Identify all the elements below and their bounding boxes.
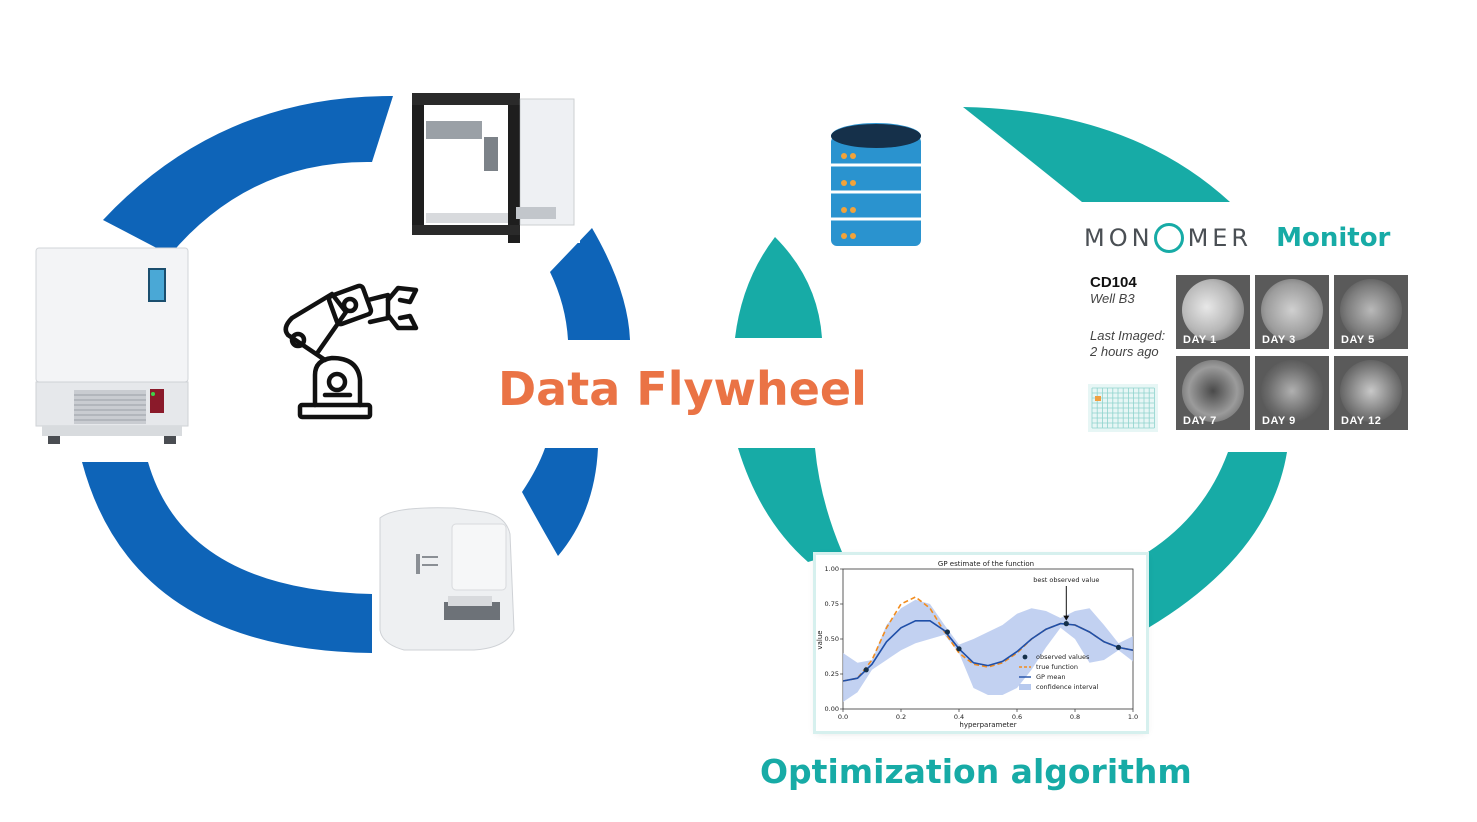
plate-reader-icon bbox=[374, 504, 520, 654]
x-tick-label: 0.6 bbox=[1012, 713, 1022, 721]
y-tick-label: 1.00 bbox=[825, 565, 839, 573]
day-label: DAY 1 bbox=[1183, 334, 1217, 346]
monomer-o-icon bbox=[1153, 223, 1184, 253]
y-tick-label: 0.00 bbox=[825, 705, 839, 713]
database-icon bbox=[831, 123, 921, 246]
blue-ring-segment bbox=[103, 95, 393, 255]
x-tick-label: 0.8 bbox=[1070, 713, 1080, 721]
chart-title: GP estimate of the function bbox=[938, 560, 1034, 568]
day-label: DAY 5 bbox=[1341, 334, 1375, 346]
observed-point bbox=[956, 646, 962, 652]
observed-point bbox=[1115, 644, 1122, 650]
legend-label: true function bbox=[1036, 663, 1078, 671]
legend-swatch bbox=[1019, 684, 1031, 690]
brand-right: MER bbox=[1187, 224, 1253, 252]
monitor-label: Monitor bbox=[1276, 223, 1391, 253]
monomer-header: MON MER Monitor bbox=[1084, 220, 1390, 256]
day-label: DAY 12 bbox=[1341, 415, 1382, 427]
brand-left: MON bbox=[1084, 224, 1154, 252]
x-axis-label: hyperparameter bbox=[959, 721, 1016, 729]
legend-label: confidence interval bbox=[1036, 683, 1099, 691]
x-tick-label: 1.0 bbox=[1128, 713, 1138, 721]
optimization-label: Optimization algorithm bbox=[760, 752, 1192, 791]
blue-ring-segment bbox=[82, 462, 372, 653]
incubator-icon bbox=[22, 244, 196, 456]
observed-point bbox=[1063, 621, 1069, 627]
teal-ring-segment bbox=[963, 107, 1230, 202]
last-imaged-value: 2 hours ago bbox=[1090, 344, 1159, 359]
teal-ring-segment bbox=[735, 237, 822, 338]
gp-chart-card: GP estimate of the function value hyperp… bbox=[816, 555, 1146, 731]
gp-mean-line bbox=[842, 620, 1134, 682]
legend-swatch bbox=[1022, 654, 1028, 660]
annotation-arrowhead bbox=[1063, 615, 1070, 621]
plate-id: CD104 bbox=[1090, 274, 1137, 291]
day-label: DAY 7 bbox=[1183, 415, 1217, 427]
robot-arm-icon bbox=[283, 283, 419, 420]
y-tick-label: 0.50 bbox=[825, 635, 839, 643]
day-image: DAY 9 bbox=[1255, 356, 1329, 430]
day-image: DAY 5 bbox=[1334, 275, 1408, 349]
legend-label: GP mean bbox=[1036, 673, 1065, 681]
page-title: Data Flywheel bbox=[498, 362, 867, 416]
day-image: DAY 7 bbox=[1176, 356, 1250, 430]
teal-ring-segment bbox=[1148, 452, 1287, 628]
well-plate-map bbox=[1088, 384, 1158, 432]
y-tick-label: 0.75 bbox=[825, 600, 839, 608]
y-tick-label: 0.25 bbox=[825, 670, 839, 678]
confidence-band bbox=[843, 599, 1133, 702]
teal-ring-segment bbox=[738, 448, 842, 562]
observed-point bbox=[944, 629, 950, 635]
liquid-handler-icon bbox=[404, 85, 582, 245]
x-tick-label: 0.0 bbox=[838, 713, 848, 721]
blue-ring-segment bbox=[522, 448, 598, 556]
blue-ring-segment bbox=[550, 228, 630, 340]
day-label: DAY 3 bbox=[1262, 334, 1296, 346]
observed-point bbox=[863, 667, 869, 673]
day-image: DAY 1 bbox=[1176, 275, 1250, 349]
annotation-label: best observed value bbox=[1033, 576, 1099, 584]
true-function-line bbox=[842, 596, 1134, 682]
gp-chart: GP estimate of the function value hyperp… bbox=[816, 560, 1138, 729]
legend-label: observed values bbox=[1036, 653, 1090, 661]
monitor-card: CD104 Well B3 Last Imaged: 2 hours ago D… bbox=[1084, 270, 1416, 436]
day-label: DAY 9 bbox=[1262, 415, 1296, 427]
x-tick-label: 0.4 bbox=[954, 713, 964, 721]
day-image: DAY 12 bbox=[1334, 356, 1408, 430]
y-axis-label: value bbox=[816, 630, 824, 649]
x-tick-label: 0.2 bbox=[896, 713, 906, 721]
day-image: DAY 3 bbox=[1255, 275, 1329, 349]
well-id: Well B3 bbox=[1090, 291, 1135, 306]
last-imaged-label: Last Imaged: bbox=[1090, 328, 1166, 343]
